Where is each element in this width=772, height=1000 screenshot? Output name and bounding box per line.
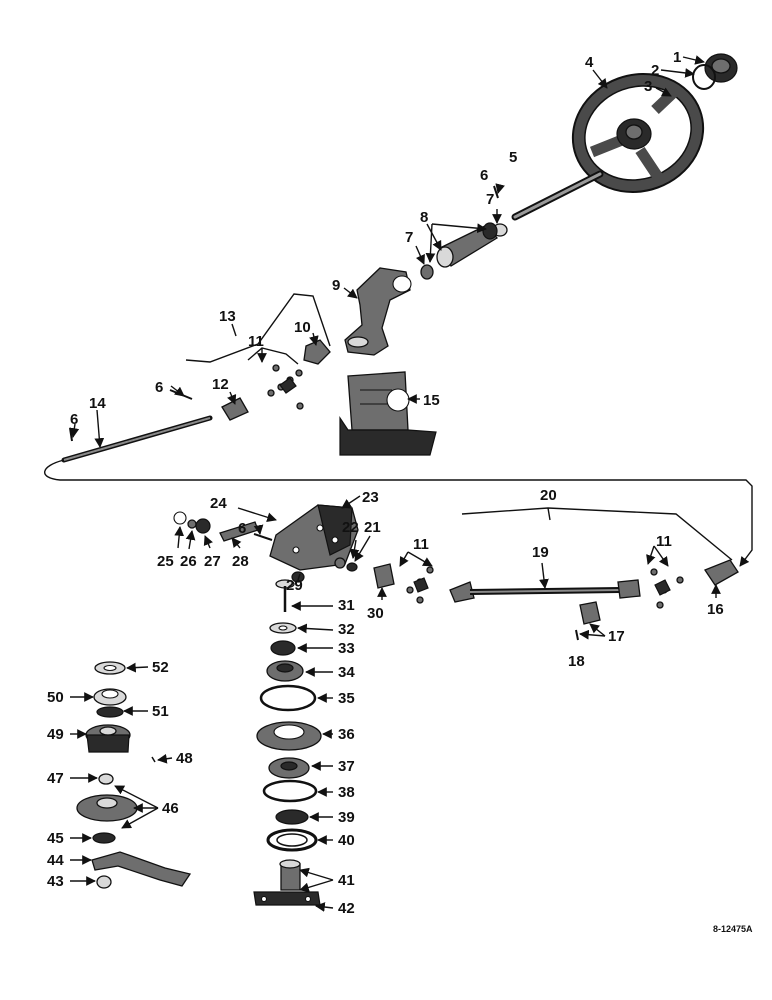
callout-32: 32 bbox=[338, 621, 355, 638]
gear-small-parts bbox=[173, 511, 358, 583]
callout-28: 28 bbox=[232, 553, 249, 570]
pin-part bbox=[69, 185, 499, 541]
callout-6: 6 bbox=[155, 379, 163, 396]
yoke-part bbox=[704, 559, 739, 586]
figure-id: 8-12475A bbox=[713, 924, 753, 934]
callout-45: 45 bbox=[47, 830, 64, 847]
callout-labels: 1 2 3 4 5 6 7 8 7 9 10 13 11 12 6 6 14 1… bbox=[47, 49, 753, 934]
callout-6: 6 bbox=[238, 520, 246, 537]
callout-49: 49 bbox=[47, 726, 64, 743]
callout-4: 4 bbox=[585, 54, 594, 71]
callout-41: 41 bbox=[338, 872, 355, 889]
callout-7: 7 bbox=[486, 191, 494, 208]
callout-35: 35 bbox=[338, 690, 355, 707]
callout-52: 52 bbox=[152, 659, 169, 676]
upper-universal-joint-part bbox=[221, 339, 331, 421]
callout-1: 1 bbox=[673, 49, 681, 66]
callout-51: 51 bbox=[152, 703, 169, 720]
drive-shaft-part bbox=[61, 415, 213, 463]
steering-shaft-part bbox=[511, 170, 604, 221]
callout-33: 33 bbox=[338, 640, 355, 657]
shaft-base-part bbox=[253, 859, 321, 906]
leader-lines bbox=[44, 55, 753, 912]
callout-20: 20 bbox=[540, 487, 557, 504]
horn-cap-part bbox=[704, 53, 738, 83]
callout-26: 26 bbox=[180, 553, 197, 570]
steering-wheel-part bbox=[571, 73, 705, 193]
left-gear-stack-parts bbox=[76, 661, 192, 889]
callout-30: 30 bbox=[367, 605, 384, 622]
coupler-part bbox=[373, 563, 395, 589]
callout-22: 22 bbox=[342, 519, 359, 536]
callout-34: 34 bbox=[338, 664, 355, 681]
callout-3: 3 bbox=[644, 78, 652, 95]
callout-14: 14 bbox=[89, 395, 106, 412]
center-cross-part bbox=[406, 566, 684, 609]
intermediate-shaft-part bbox=[449, 579, 641, 603]
callout-11: 11 bbox=[248, 333, 264, 350]
mounting-bracket-part bbox=[339, 371, 437, 456]
callout-25: 25 bbox=[157, 553, 174, 570]
callout-8: 8 bbox=[420, 209, 428, 226]
callout-17: 17 bbox=[608, 628, 625, 645]
callout-13: 13 bbox=[219, 308, 236, 325]
callout-7: 7 bbox=[405, 229, 413, 246]
callout-23: 23 bbox=[362, 489, 379, 506]
callout-10: 10 bbox=[294, 319, 311, 336]
callout-31: 31 bbox=[338, 597, 355, 614]
callout-11: 11 bbox=[413, 536, 429, 553]
callout-5: 5 bbox=[509, 149, 517, 166]
callout-50: 50 bbox=[47, 689, 64, 706]
callout-39: 39 bbox=[338, 809, 355, 826]
gear-stack-parts bbox=[256, 622, 322, 852]
callout-2: 2 bbox=[651, 62, 659, 79]
bearing-block-part bbox=[575, 601, 601, 641]
gear-housing-part bbox=[269, 504, 359, 571]
callout-42: 42 bbox=[338, 900, 355, 917]
callout-40: 40 bbox=[338, 832, 355, 849]
column-bushing-part bbox=[420, 222, 508, 280]
callout-15: 15 bbox=[423, 392, 440, 409]
callout-6: 6 bbox=[480, 167, 488, 184]
callout-11: 11 bbox=[656, 533, 672, 550]
callout-44: 44 bbox=[47, 852, 64, 869]
callout-12: 12 bbox=[212, 376, 229, 393]
callout-6: 6 bbox=[70, 411, 78, 428]
column-bracket-part bbox=[344, 267, 412, 356]
bolt-part bbox=[275, 579, 295, 612]
callout-37: 37 bbox=[338, 758, 355, 775]
callout-46: 46 bbox=[162, 800, 179, 817]
callout-29: 29 bbox=[286, 577, 303, 594]
callout-36: 36 bbox=[338, 726, 355, 743]
callout-21: 21 bbox=[364, 519, 381, 536]
callout-27: 27 bbox=[204, 553, 221, 570]
callout-24: 24 bbox=[210, 495, 227, 512]
callout-38: 38 bbox=[338, 784, 355, 801]
callout-19: 19 bbox=[532, 544, 549, 561]
callout-18: 18 bbox=[568, 653, 585, 670]
callout-43: 43 bbox=[47, 873, 64, 890]
callout-16: 16 bbox=[707, 601, 724, 618]
callout-48: 48 bbox=[176, 750, 193, 767]
callout-47: 47 bbox=[47, 770, 64, 787]
callout-9: 9 bbox=[332, 277, 340, 294]
